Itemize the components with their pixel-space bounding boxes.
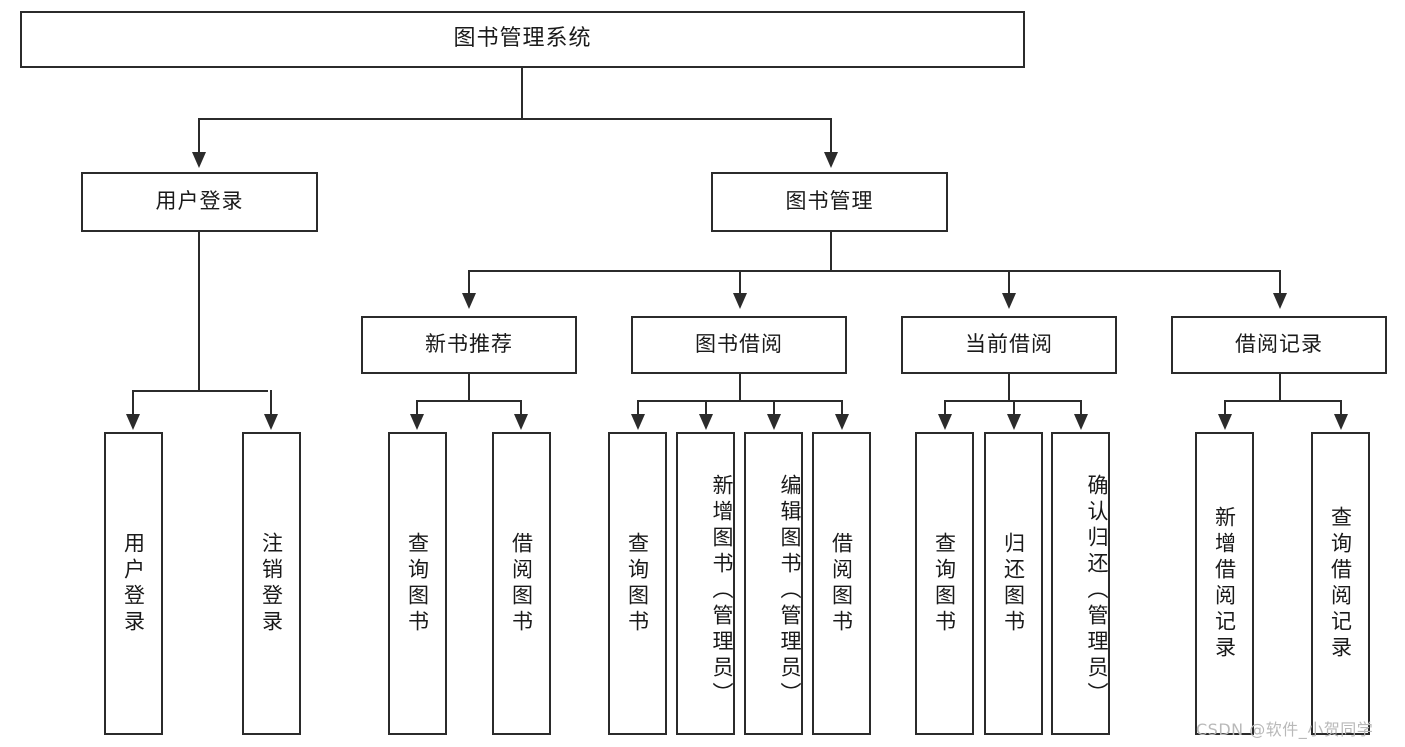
node-label: 注销登录 (259, 531, 284, 636)
arrow-to-borrow-record (1273, 293, 1287, 309)
connector-book-borrow-drop-4 (841, 400, 843, 416)
arrow-book-borrow-leaf-1 (631, 414, 645, 430)
node-root-book-management-system: 图书管理系统 (20, 11, 1025, 68)
leaf-query-book-current: 查询图书 (915, 432, 974, 735)
connector-root-stem (521, 68, 523, 118)
node-label: 用户登录 (155, 189, 244, 214)
node-label: 归还图书 (1001, 531, 1026, 636)
watermark-text: CSDN @软件_小贺同学 (1196, 720, 1374, 739)
connector-new-book-drop-1 (416, 400, 418, 416)
arrow-to-book-borrow (733, 293, 747, 309)
node-label: 用户登录 (121, 531, 146, 636)
leaf-add-borrow-record: 新增借阅记录 (1195, 432, 1254, 735)
connector-user-login-stem (198, 232, 200, 392)
arrow-current-borrow-leaf-3 (1074, 414, 1088, 430)
connector-root-bus (198, 118, 832, 120)
node-label: 图书借阅 (695, 332, 783, 357)
connector-book-borrow-stem (739, 374, 741, 402)
arrow-root-to-user-login (192, 152, 206, 168)
connector-current-borrow-drop-3 (1080, 400, 1082, 416)
leaf-edit-book-admin: 编辑图书（管理员） (744, 432, 803, 735)
node-book-borrow: 图书借阅 (631, 316, 847, 374)
connector-current-borrow-drop-2 (1013, 400, 1015, 416)
node-label: 当前借阅 (965, 332, 1053, 357)
node-book-management: 图书管理 (711, 172, 948, 232)
node-label: 借阅图书 (509, 531, 534, 636)
arrow-user-login-leaf-2 (264, 414, 278, 430)
leaf-query-borrow-record: 查询借阅记录 (1311, 432, 1370, 735)
connector-user-login-bus (132, 390, 268, 392)
connector-root-to-user-login (198, 118, 200, 154)
node-label: 查询图书 (932, 531, 957, 636)
arrow-new-book-leaf-2 (514, 414, 528, 430)
connector-current-borrow-stem (1008, 374, 1010, 402)
connector-new-book-stem (468, 374, 470, 402)
arrow-root-to-book-management (824, 152, 838, 168)
leaf-add-book-admin: 新增图书（管理员） (676, 432, 735, 735)
node-new-book-recommend: 新书推荐 (361, 316, 577, 374)
leaf-borrow-book-recommend: 借阅图书 (492, 432, 551, 735)
arrow-user-login-leaf-1 (126, 414, 140, 430)
node-label: 查询借阅记录 (1328, 505, 1353, 662)
connector-current-borrow-bus (944, 400, 1081, 402)
connector-root-to-book-management (830, 118, 832, 154)
arrow-new-book-leaf-1 (410, 414, 424, 430)
node-label: 借阅记录 (1235, 332, 1323, 357)
connector-book-borrow-drop-1 (637, 400, 639, 416)
connector-new-book-drop-2 (520, 400, 522, 416)
leaf-logout: 注销登录 (242, 432, 301, 735)
node-label: 图书管理 (785, 189, 874, 214)
watermark-csdn: CSDN @软件_小贺同学 (1196, 716, 1373, 740)
connector-book-borrow-drop-3 (773, 400, 775, 416)
node-label: 新书推荐 (425, 332, 513, 357)
arrow-book-borrow-leaf-3 (767, 414, 781, 430)
node-label: 编辑图书（管理员） (778, 473, 802, 708)
connector-to-current-borrow (1008, 270, 1010, 295)
node-label: 新增借阅记录 (1212, 505, 1237, 662)
arrow-current-borrow-leaf-2 (1007, 414, 1021, 430)
connector-user-login-drop-1 (132, 390, 134, 416)
node-user-login: 用户登录 (81, 172, 318, 232)
connector-new-book-bus (416, 400, 522, 402)
node-current-borrow: 当前借阅 (901, 316, 1117, 374)
arrow-book-borrow-leaf-4 (835, 414, 849, 430)
connector-to-new-book (468, 270, 470, 295)
leaf-return-book: 归还图书 (984, 432, 1043, 735)
connector-user-login-drop-2 (270, 390, 272, 416)
arrow-book-borrow-leaf-2 (699, 414, 713, 430)
node-label: 查询图书 (625, 531, 650, 636)
arrow-borrow-record-leaf-1 (1218, 414, 1232, 430)
leaf-query-book-recommend: 查询图书 (388, 432, 447, 735)
leaf-confirm-return-admin: 确认归还（管理员） (1051, 432, 1110, 735)
leaf-query-book-borrow: 查询图书 (608, 432, 667, 735)
arrow-current-borrow-leaf-1 (938, 414, 952, 430)
leaf-borrow-book: 借阅图书 (812, 432, 871, 735)
arrow-to-current-borrow (1002, 293, 1016, 309)
connector-current-borrow-drop-1 (944, 400, 946, 416)
node-borrow-record: 借阅记录 (1171, 316, 1387, 374)
arrow-to-new-book (462, 293, 476, 309)
node-label: 确认归还（管理员） (1085, 473, 1109, 708)
node-label: 新增图书（管理员） (710, 473, 734, 708)
leaf-user-login: 用户登录 (104, 432, 163, 735)
connector-borrow-record-bus (1224, 400, 1342, 402)
node-label: 借阅图书 (829, 531, 854, 636)
connector-level3-bus (468, 270, 1280, 272)
connector-book-management-stem (830, 232, 832, 270)
connector-borrow-record-drop-1 (1224, 400, 1226, 416)
arrow-borrow-record-leaf-2 (1334, 414, 1348, 430)
connector-book-borrow-drop-2 (705, 400, 707, 416)
connector-to-borrow-record (1279, 270, 1281, 295)
node-label: 查询图书 (405, 531, 430, 636)
connector-borrow-record-stem (1279, 374, 1281, 402)
connector-borrow-record-drop-2 (1340, 400, 1342, 416)
connector-to-book-borrow (739, 270, 741, 295)
node-label: 图书管理系统 (453, 26, 592, 52)
connector-book-borrow-bus (637, 400, 843, 402)
